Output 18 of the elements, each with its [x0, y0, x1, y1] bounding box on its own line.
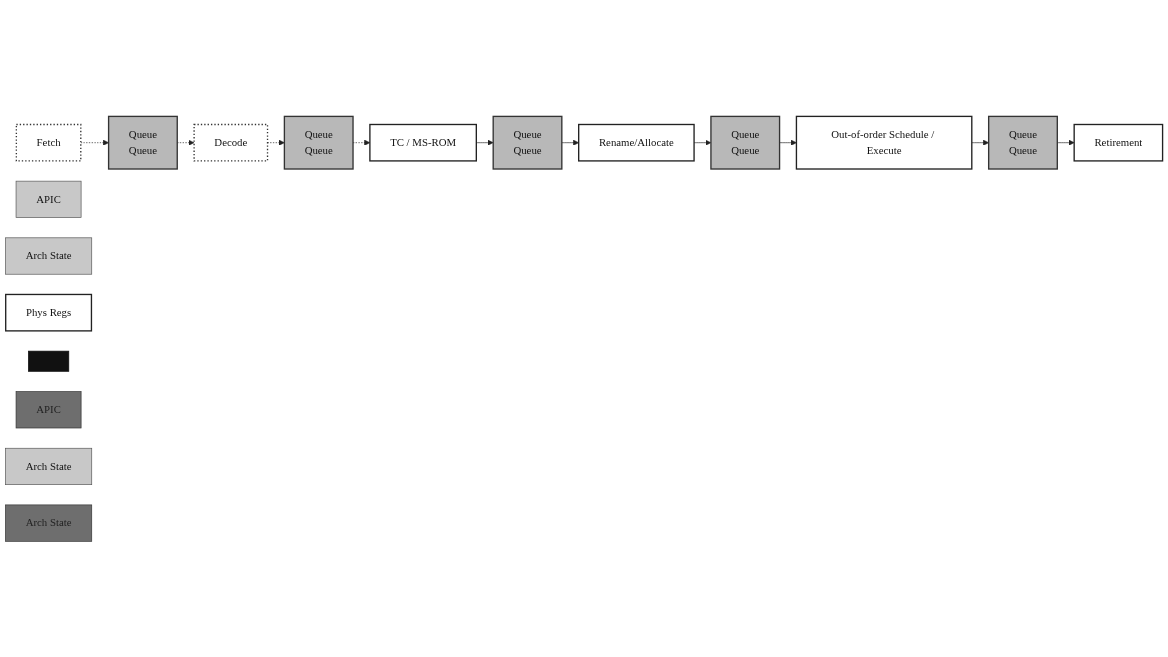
- node-box: Queue Queue: [107, 115, 178, 170]
- node-box: Arch State: [5, 447, 93, 485]
- node-box: Arch State: [5, 237, 93, 275]
- node-box: Queue Queue: [492, 115, 563, 170]
- node-box: APIC: [15, 180, 82, 218]
- node-box: Queue Queue: [988, 115, 1058, 170]
- node-box: [28, 350, 70, 372]
- node-box: TC / MS-ROM: [369, 123, 477, 162]
- node-box: Phys Regs: [5, 293, 93, 332]
- node-box: Out-of-order Schedule / Execute: [795, 115, 973, 170]
- node-box: Queue Queue: [710, 115, 781, 170]
- node-box: Fetch: [15, 123, 82, 162]
- node-box: Rename/Allocate: [578, 123, 695, 162]
- node-box: Arch State: [5, 504, 93, 542]
- node-box: Queue Queue: [283, 115, 354, 170]
- node-box: Retirement: [1073, 123, 1164, 162]
- node-box: Decode: [193, 123, 269, 162]
- node-box: APIC: [15, 390, 82, 428]
